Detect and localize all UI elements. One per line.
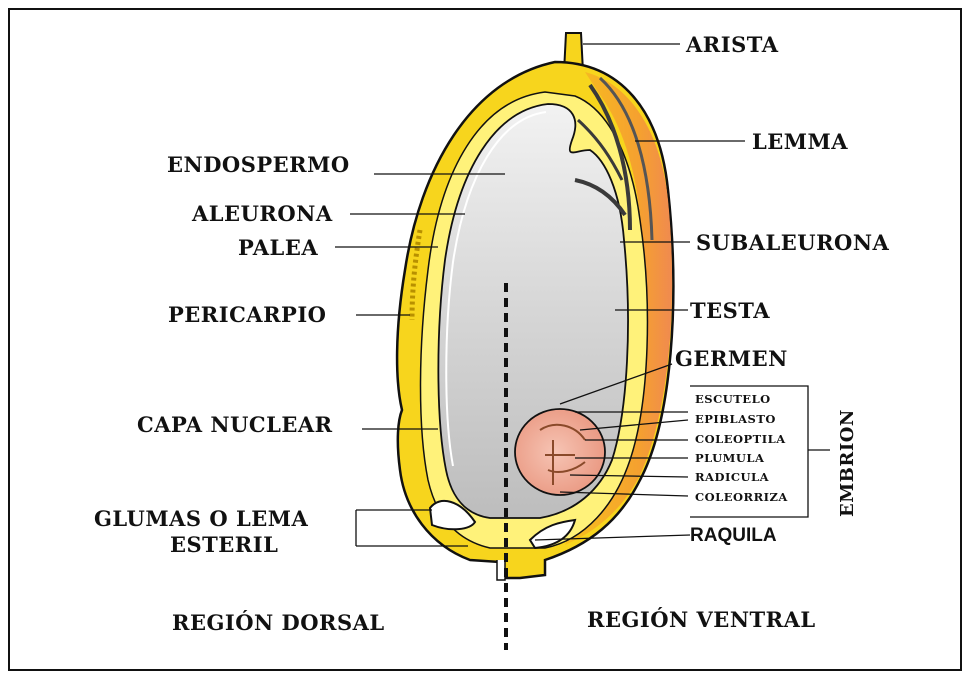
germ-shape — [515, 409, 605, 495]
label-glumas-line2: ESTERIL — [170, 532, 278, 557]
label-aleurona: ALEURONA — [191, 201, 333, 226]
raquila-stub — [497, 560, 505, 580]
label-testa: TESTA — [690, 298, 770, 323]
label-region-dorsal: REGIÓN DORSAL — [172, 610, 385, 635]
embryo-part-plumula: PLUMULA — [695, 451, 765, 465]
label-arista: ARISTA — [685, 32, 779, 57]
label-subaleurona: SUBALEURONA — [696, 230, 890, 255]
embryo-part-escutelo: ESCUTELO — [695, 392, 771, 406]
label-capa-nuclear: CAPA NUCLEAR — [137, 412, 333, 437]
label-endospermo: ENDOSPERMO — [167, 152, 350, 177]
embryo-part-coleoptila: COLEOPTILA — [695, 432, 786, 446]
label-pericarpio: PERICARPIO — [168, 302, 326, 327]
label-palea: PALEA — [238, 235, 318, 260]
label-glumas-line1: GLUMAS O LEMA — [94, 506, 309, 531]
embryo-part-epiblasto: EPIBLASTO — [695, 412, 776, 426]
label-raquila: RAQUILA — [690, 525, 777, 546]
embryo-part-coleorriza: COLEORRIZA — [695, 490, 788, 504]
label-germen: GERMEN — [675, 346, 788, 371]
label-region-ventral: REGIÓN VENTRAL — [587, 607, 816, 632]
embryo-part-radicula: RADICULA — [695, 470, 770, 484]
label-embrion: EMBRION — [837, 409, 858, 517]
label-lemma: LEMMA — [752, 129, 848, 154]
